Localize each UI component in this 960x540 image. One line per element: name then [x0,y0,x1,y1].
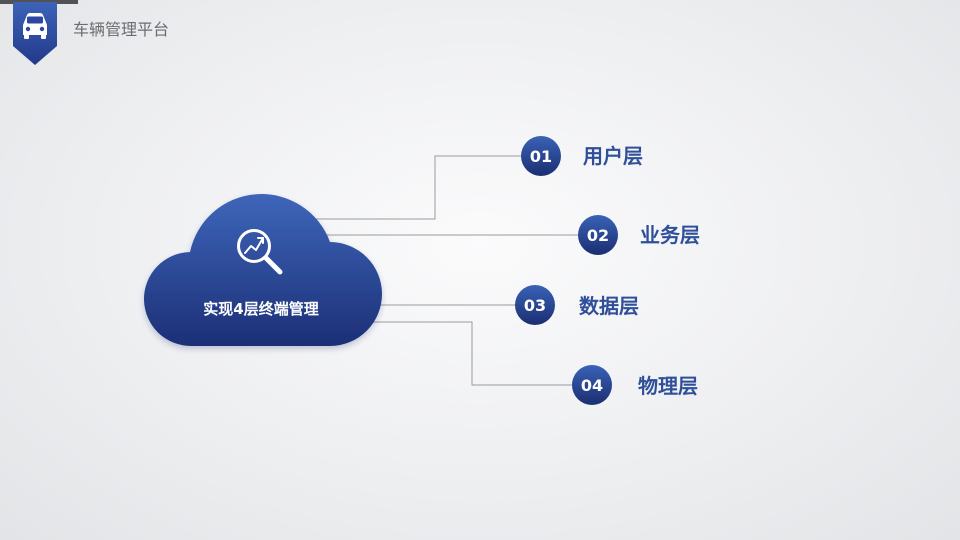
layer-number: 03 [524,296,546,315]
connector-04 [370,321,573,386]
layer-label: 业务层 [640,223,700,247]
layer-label: 用户层 [583,144,643,168]
layer-circle [572,365,612,405]
cloud-shape [143,194,382,347]
layer-node-02: 02 业务层 [578,215,700,255]
layer-node-03: 03 数据层 [515,285,639,325]
layer-number: 04 [581,376,603,395]
layer-number: 02 [587,226,609,245]
header-badge [13,2,57,65]
layer-number: 01 [530,147,552,166]
car-icon [23,13,47,39]
connector-01 [300,155,522,220]
layer-node-04: 04 物理层 [572,365,698,405]
layer-circle [578,215,618,255]
magnifier-chart-icon [237,229,283,275]
cloud-label: 实现4层终端管理 [203,300,318,318]
layer-circle [521,136,561,176]
layer-label: 数据层 [579,294,639,318]
layer-node-01: 01 用户层 [521,136,643,176]
layer-label: 物理层 [638,374,698,398]
layer-circle [515,285,555,325]
connector-lines [300,155,580,386]
app-title: 车辆管理平台 [73,20,170,39]
